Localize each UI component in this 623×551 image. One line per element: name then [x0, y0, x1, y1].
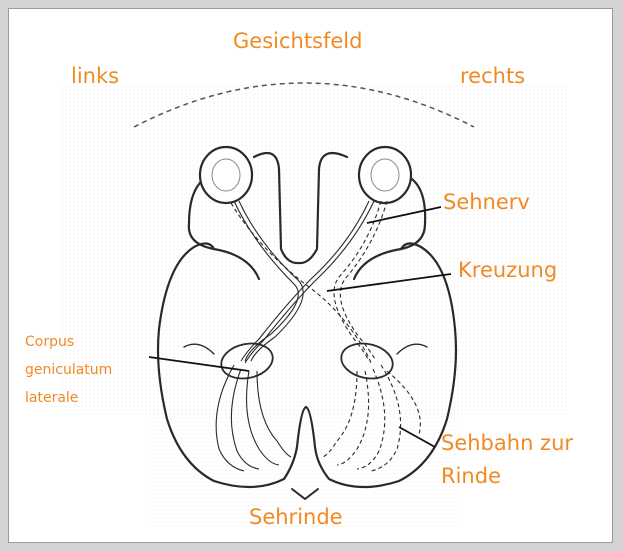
lgn-label-line-2: geniculatum — [25, 359, 112, 381]
right-field-label: rechts — [460, 66, 525, 87]
radiation-label-line-1: Sehbahn zur — [441, 433, 573, 454]
right-eye — [359, 147, 411, 203]
diagram-frame: Gesichtsfeld links rechts Sehnerv Kreuzu… — [8, 8, 613, 543]
lgn-label-line-1: Corpus — [25, 331, 74, 353]
left-eye — [200, 147, 252, 203]
left-field-label: links — [71, 66, 119, 87]
visual-cortex-label: Sehrinde — [249, 507, 343, 528]
chiasm-label: Kreuzung — [458, 260, 557, 281]
lgn-label-line-3: laterale — [25, 387, 78, 409]
stipple-texture — [59, 84, 569, 414]
optic-nerve-label: Sehnerv — [443, 192, 530, 213]
visual-field-label: Gesichtsfeld — [233, 31, 362, 52]
radiation-label-line-2: Rinde — [441, 466, 501, 487]
